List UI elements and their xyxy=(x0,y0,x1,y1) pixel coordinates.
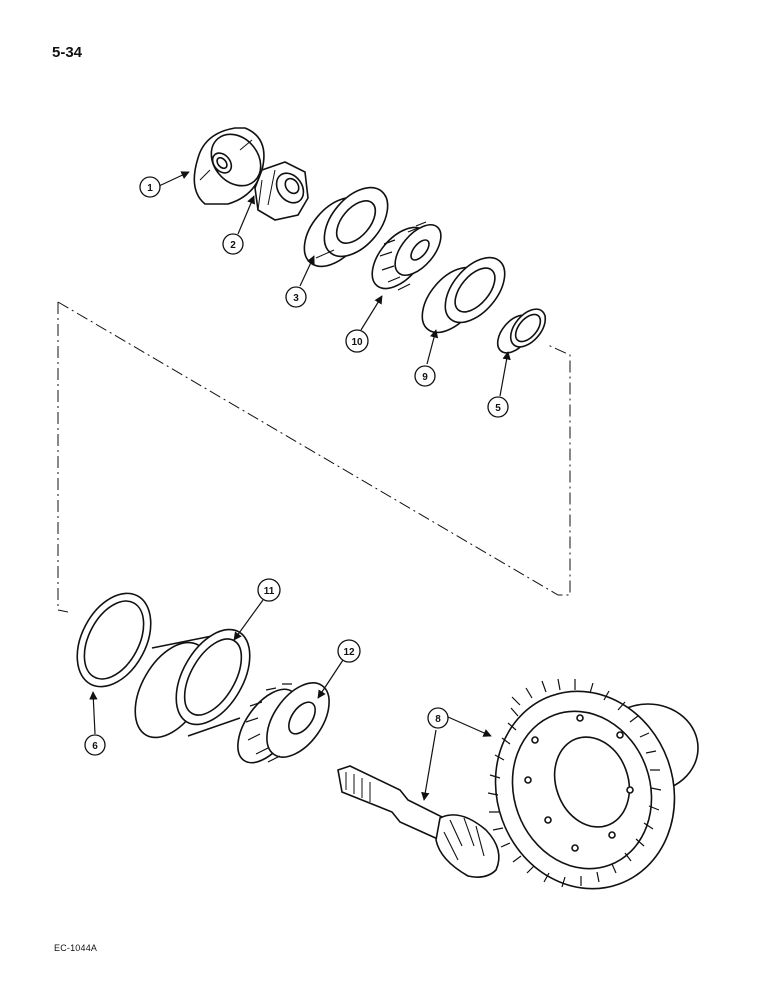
ring-gear-part xyxy=(487,678,699,890)
callout-5: 5 xyxy=(487,396,509,418)
callout-6-label: 6 xyxy=(92,741,98,752)
pinion-shaft-part xyxy=(337,765,500,878)
figure-code: EC-1044A xyxy=(54,943,98,953)
callout-8-label: 8 xyxy=(435,714,441,725)
bearing-cone-part-10 xyxy=(371,221,442,291)
callout-5-label: 5 xyxy=(495,403,501,414)
page-number: 5-34 xyxy=(52,44,83,61)
callout-1: 1 xyxy=(139,176,161,198)
bearing-cone-part-12 xyxy=(237,682,330,764)
nut-part xyxy=(254,161,309,221)
assembly-line xyxy=(57,301,571,613)
spacer-part-5 xyxy=(496,308,547,354)
bearing-cup-part-9 xyxy=(421,256,506,334)
callout-9-label: 9 xyxy=(422,372,428,383)
callout-12-label: 12 xyxy=(343,647,355,658)
callout-6: 6 xyxy=(84,734,106,756)
thrust-plate-part xyxy=(193,127,265,205)
leader-arrows xyxy=(89,171,511,801)
callout-8: 8 xyxy=(427,707,449,729)
callout-1-label: 1 xyxy=(147,183,153,194)
callout-9: 9 xyxy=(414,365,436,387)
shim-ring-part-6 xyxy=(76,592,152,688)
callout-3: 3 xyxy=(285,286,307,308)
bearing-cup-part-11 xyxy=(134,628,251,739)
callout-10: 10 xyxy=(345,329,369,353)
callout-10-label: 10 xyxy=(351,337,363,348)
callout-11-label: 11 xyxy=(264,586,275,597)
callout-2-label: 2 xyxy=(230,240,236,251)
callout-3-label: 3 xyxy=(293,293,299,304)
callout-2: 2 xyxy=(222,233,244,255)
callout-11: 11 xyxy=(257,578,281,602)
callout-12: 12 xyxy=(337,639,361,663)
